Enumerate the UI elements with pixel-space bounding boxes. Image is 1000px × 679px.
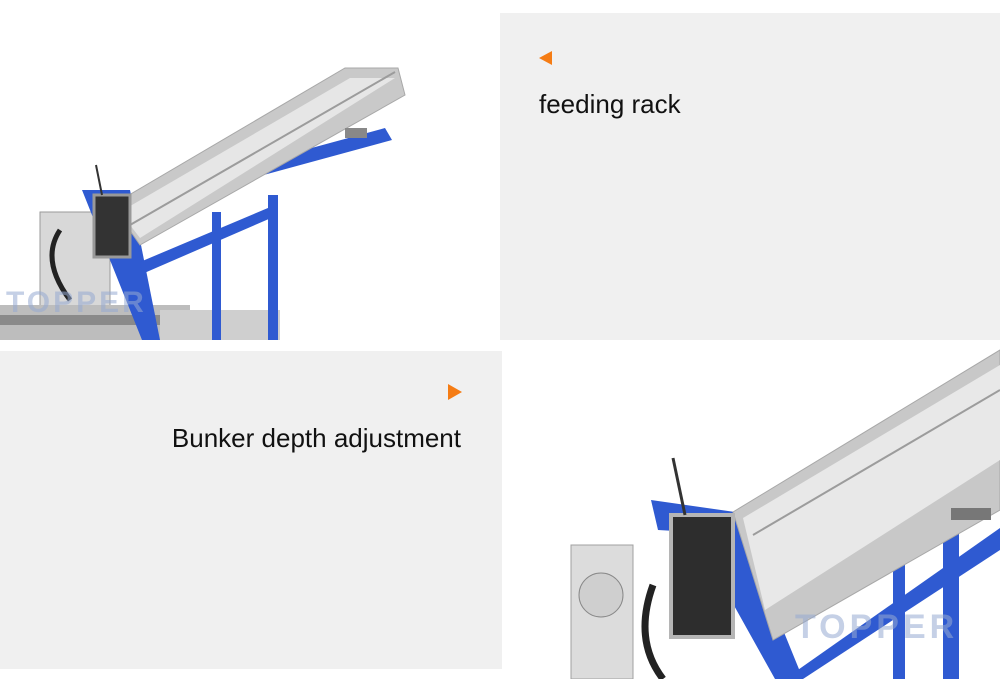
bunker-depth-caption: Bunker depth adjustment — [171, 423, 461, 453]
watermark-text: TOPPER — [795, 608, 959, 646]
watermark-logo: TOPPER — [795, 608, 958, 647]
bunker-depth-caption-panel: Bunker depth adjustment — [0, 351, 502, 669]
feeding-rack-caption-panel: feeding rack — [500, 13, 1000, 340]
bunker-depth-photo: TOPPER — [503, 340, 1000, 679]
feeding-rack-photo: TOPPER — [0, 0, 500, 340]
feeding-rack-caption: feeding rack — [539, 89, 681, 119]
triangle-left-icon — [539, 51, 552, 65]
triangle-right-icon — [448, 384, 462, 400]
watermark-logo: TOPPER — [6, 286, 147, 320]
watermark-text: TOPPER — [6, 286, 147, 319]
